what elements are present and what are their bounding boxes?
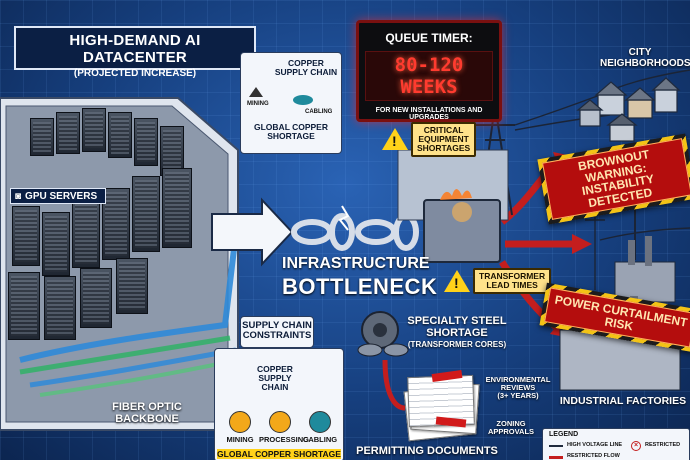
- server-rack: [44, 276, 76, 340]
- server-rack: [134, 118, 158, 166]
- legend-box: LEGEND HIGH VOLTAGE LINE RESTRICTED FLOW…: [542, 428, 690, 460]
- transformer-unit: [423, 199, 501, 263]
- restricted-flow-swatch: [549, 456, 563, 459]
- fire-icon: [440, 189, 472, 222]
- server-rack: [116, 258, 148, 314]
- datacenter-title-box: HIGH-DEMAND AI DATACENTER (PROJECTED INC…: [14, 26, 256, 79]
- datacenter-title: HIGH-DEMAND AI DATACENTER: [69, 32, 201, 66]
- flow-arrow: [211, 197, 294, 267]
- gpu-servers-label: ◙ GPU SERVERS: [10, 188, 106, 204]
- cabling-icon: [309, 411, 331, 433]
- fiber-cable-3: [29, 347, 237, 388]
- queue-timer-note: FOR NEW INSTALLATIONS AND UPGRADES: [375, 107, 483, 121]
- legend-restricted-flow: RESTRICTED FLOW: [567, 453, 620, 459]
- server-rack: [162, 168, 192, 248]
- server-rack: [30, 118, 54, 156]
- mining-icon: [249, 87, 263, 97]
- queue-timer-panel: QUEUE TIMER: 80-120 WEEKS FOR NEW INSTAL…: [356, 20, 502, 122]
- fiber-cable-2: [19, 335, 231, 375]
- server-rack: [56, 112, 80, 154]
- processing-label: PROCESSING: [259, 435, 310, 444]
- queue-timer-value: 80-120 WEEKS: [365, 51, 493, 101]
- gpu-icon: ◙: [15, 190, 22, 202]
- legend-title: LEGEND: [549, 431, 579, 438]
- city-houses: [576, 77, 681, 142]
- restricted-icon: ×: [631, 441, 641, 451]
- warning-icon: !: [382, 128, 408, 151]
- mining-label: MINING: [226, 435, 254, 444]
- bottleneck-label: INFRASTRUCTURE BOTTLENECK: [282, 255, 438, 299]
- server-rack: [108, 112, 132, 158]
- gpu-servers-text: GPU SERVERS: [25, 190, 98, 202]
- cabling-label-top: CABLING: [305, 109, 333, 115]
- mining-label-top: MINING: [247, 101, 269, 107]
- legend-high-voltage: HIGH VOLTAGE LINE: [567, 442, 623, 448]
- server-rack: [82, 108, 106, 152]
- cabling-label: CABLING: [302, 435, 338, 444]
- steel-shortage-label: SPECIALTY STEEL SHORTAGE (TRANSFORMER CO…: [407, 315, 507, 350]
- server-rack: [102, 188, 130, 260]
- datacenter-subtitle: (PROJECTED INCREASE): [73, 68, 197, 79]
- copper-bottom-shortage: GLOBAL COPPER SHORTAGE: [217, 449, 341, 459]
- server-rack: [160, 126, 184, 176]
- server-rack: [42, 212, 70, 276]
- server-rack: [132, 176, 160, 252]
- fiber-cable-1: [19, 231, 239, 363]
- server-rack: [80, 268, 112, 328]
- high-voltage-line-swatch: [549, 445, 563, 447]
- mining-icon: [229, 411, 251, 433]
- queue-timer-label: QUEUE TIMER:: [385, 31, 473, 45]
- processing-icon: [269, 411, 291, 433]
- factories-label: INDUSTRIAL FACTORIES: [559, 395, 687, 407]
- legend-restricted: RESTRICTED: [645, 442, 681, 448]
- cable-reel-icon: [293, 95, 313, 105]
- permitting-title: PERMITTING DOCUMENTS: [356, 445, 498, 457]
- server-rack: [72, 200, 100, 268]
- server-rack: [8, 272, 40, 340]
- steel-coil-icon: [357, 311, 409, 357]
- server-rack: [12, 206, 40, 266]
- warning-icon: !: [444, 269, 470, 292]
